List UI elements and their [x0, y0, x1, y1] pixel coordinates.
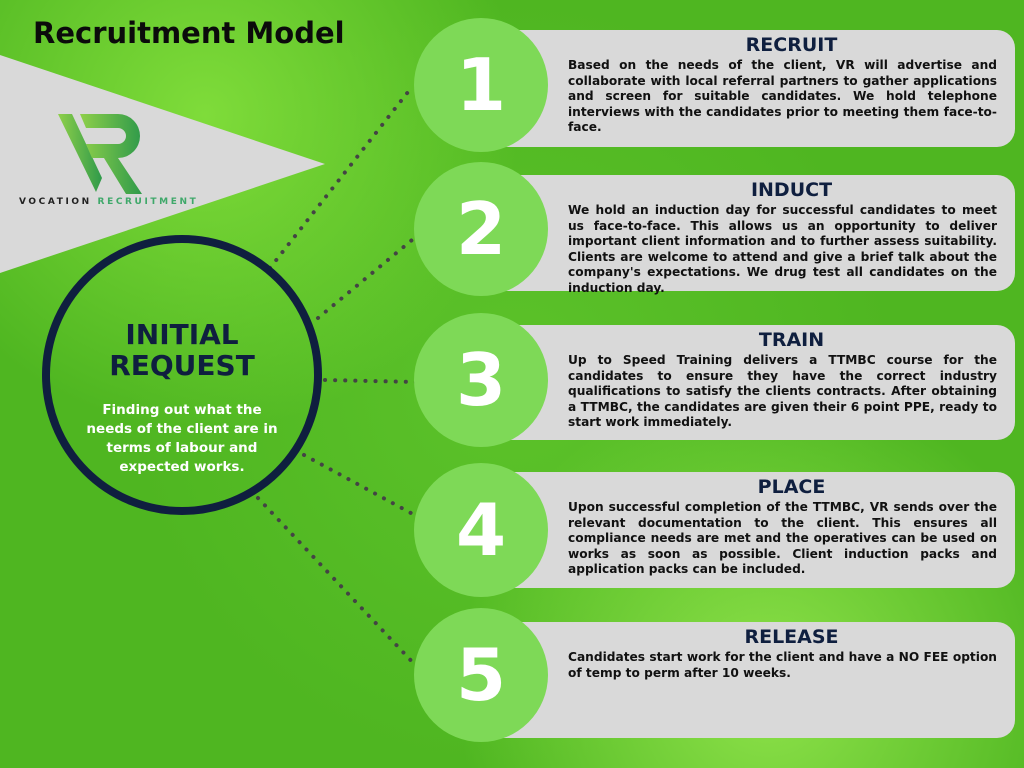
connector-3: [323, 378, 420, 384]
connector-1: [268, 90, 410, 270]
step-number-5: 5: [414, 608, 548, 742]
connector-2: [316, 233, 420, 320]
vr-logo-icon: [58, 114, 142, 194]
connector-5: [256, 496, 420, 670]
step-number-3: 3: [414, 313, 548, 447]
connector-4: [302, 453, 435, 527]
initial-request-text: Finding out what the needs of the client…: [86, 402, 278, 475]
step-number-2: 2: [414, 162, 548, 296]
page-title: Recruitment Model: [33, 16, 345, 50]
step-number-1: 1: [414, 18, 548, 152]
logo-text: VOCATION RECRUITMENT: [19, 197, 199, 207]
step-number-4: 4: [414, 463, 548, 597]
